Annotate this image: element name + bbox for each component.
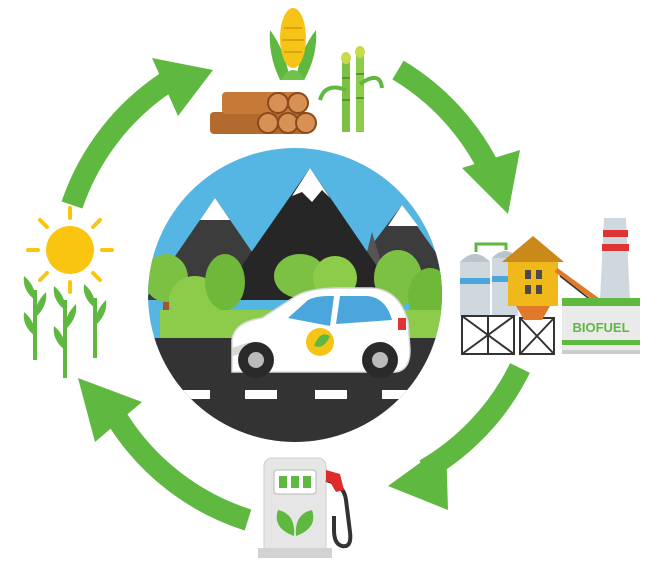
arrow-top-left [61,58,213,209]
electric-car-icon [231,287,411,378]
log-pile-icon [210,92,317,134]
mountain-center [218,168,400,300]
sun-icon [26,206,114,294]
factory-icon: BIOFUEL [460,218,640,355]
sugarcane-icon [318,46,384,132]
road-markings [178,390,414,399]
arrow-bottom-right [388,363,530,510]
fuel-pump-icon [258,457,353,558]
arrow-bottom-left [78,378,252,531]
arrow-top-right [392,60,520,214]
biofuel-sign: BIOFUEL [572,320,629,335]
sprout-icon [23,276,107,378]
corn-icon [269,8,317,80]
center-scene [148,148,442,442]
cycle-arrows [61,58,530,531]
